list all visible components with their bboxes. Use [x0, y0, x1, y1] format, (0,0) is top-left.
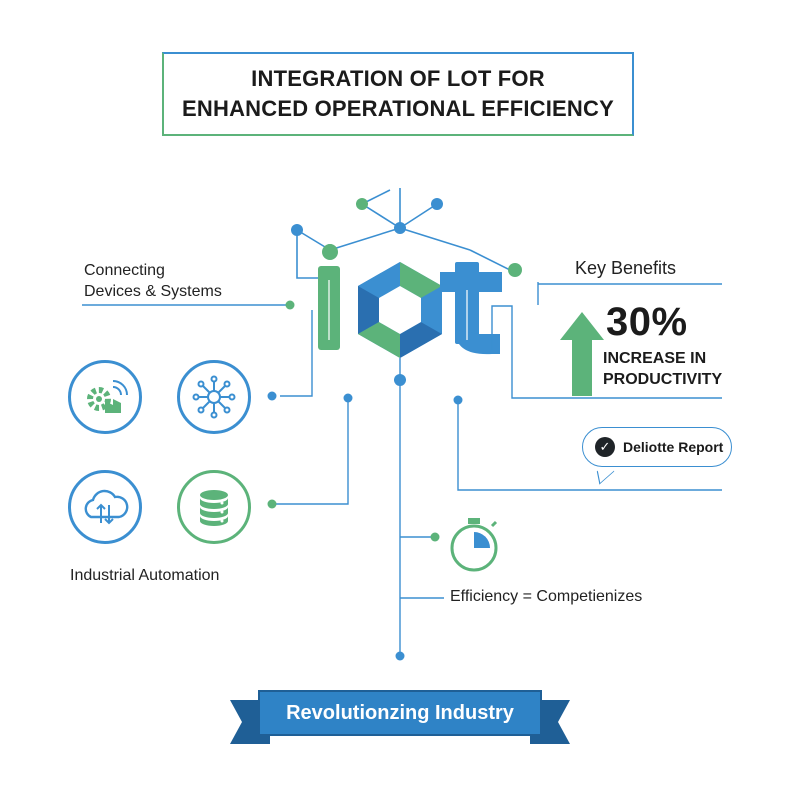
productivity-stat-value: 30%	[606, 300, 688, 344]
connecting-label: Connecting Devices & Systems	[84, 260, 222, 302]
connector-dots	[267, 300, 463, 661]
network-hub-icon	[177, 360, 251, 434]
connector-lines	[82, 282, 722, 656]
cloud-sync-icon	[68, 470, 142, 544]
key-benefits-label: Key Benefits	[575, 258, 677, 278]
stopwatch-icon	[450, 518, 498, 572]
productivity-stat-text: INCREASE IN PRODUCTIVITY	[603, 348, 733, 390]
efficiency-label: Efficiency = Competienizes	[450, 588, 643, 605]
connecting-line-2: Devices & Systems	[84, 283, 222, 300]
title-line-1: INTEGRATION OF LOT FOR	[251, 66, 545, 91]
database-icon	[177, 470, 251, 544]
network-nodes	[291, 198, 443, 256]
check-circle-icon: ✓	[595, 437, 615, 457]
industrial-automation-label: Industrial Automation	[70, 567, 220, 584]
bottom-banner: Revolutionzing Industry	[230, 690, 570, 744]
connecting-line-1: Connecting	[84, 262, 165, 279]
gear-factory-icon	[68, 360, 142, 434]
stat-line-2: PRODUCTIVITY	[603, 371, 723, 388]
stat-line-1: INCREASE IN	[603, 350, 707, 367]
source-badge: ✓ Deliotte Report	[582, 427, 732, 467]
title-line-2: ENHANCED OPERATIONAL EFFICIENCY	[182, 96, 614, 121]
iot-logo	[318, 244, 522, 358]
banner-main: Revolutionzing Industry	[258, 690, 542, 736]
up-arrow-icon	[560, 312, 604, 396]
title-box: INTEGRATION OF LOT FOR ENHANCED OPERATIO…	[162, 52, 634, 136]
source-badge-label: Deliotte Report	[623, 439, 724, 455]
banner-label: Revolutionzing Industry	[286, 701, 514, 724]
